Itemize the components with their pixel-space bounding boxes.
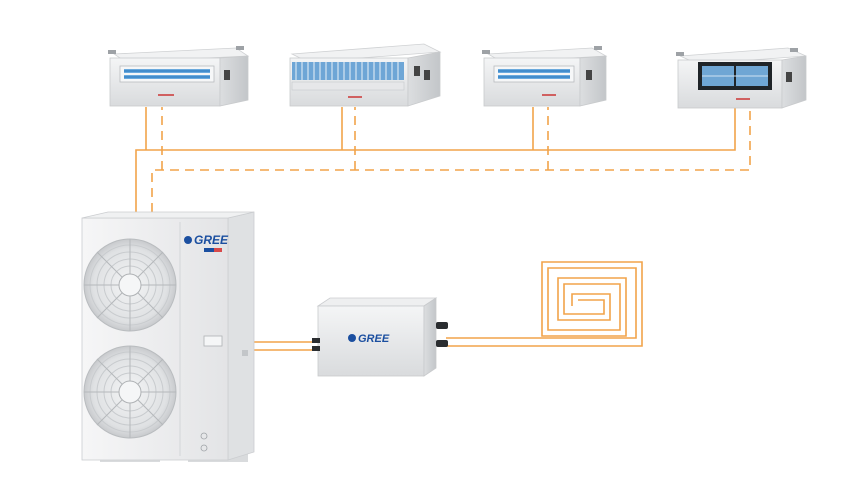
indoor-unit-2-coil [292, 62, 404, 80]
hydro-port-1 [436, 322, 448, 329]
hydro-port-2 [436, 340, 448, 347]
hydro-box: GREE [312, 297, 448, 377]
indoor-unit-3-grille [493, 65, 575, 83]
indoor-unit-1 [108, 46, 250, 107]
refrigerant-piping [135, 107, 751, 351]
indoor-unit-4 [676, 47, 807, 109]
indoor-unit-2 [289, 43, 442, 107]
outdoor-brand-logo: GREE [184, 233, 229, 252]
indoor-unit-3 [482, 46, 608, 107]
outdoor-fan-top [83, 238, 177, 332]
outdoor-unit: GREE [81, 211, 255, 462]
hydro-brand-logo: GREE [348, 333, 390, 345]
outdoor-brand-text: GREE [194, 233, 229, 247]
dashed-pipe-trunk [151, 107, 751, 212]
indoor-unit-1-grille [119, 65, 215, 83]
pipe-hydro-to-floor-1 [446, 267, 637, 339]
solid-pipe-trunk [135, 107, 736, 212]
outdoor-fan-bottom [83, 345, 177, 439]
pipe-hydro-to-floor-2 [446, 261, 643, 347]
hydro-brand-text: GREE [358, 333, 390, 345]
outdoor-handle [203, 335, 223, 347]
